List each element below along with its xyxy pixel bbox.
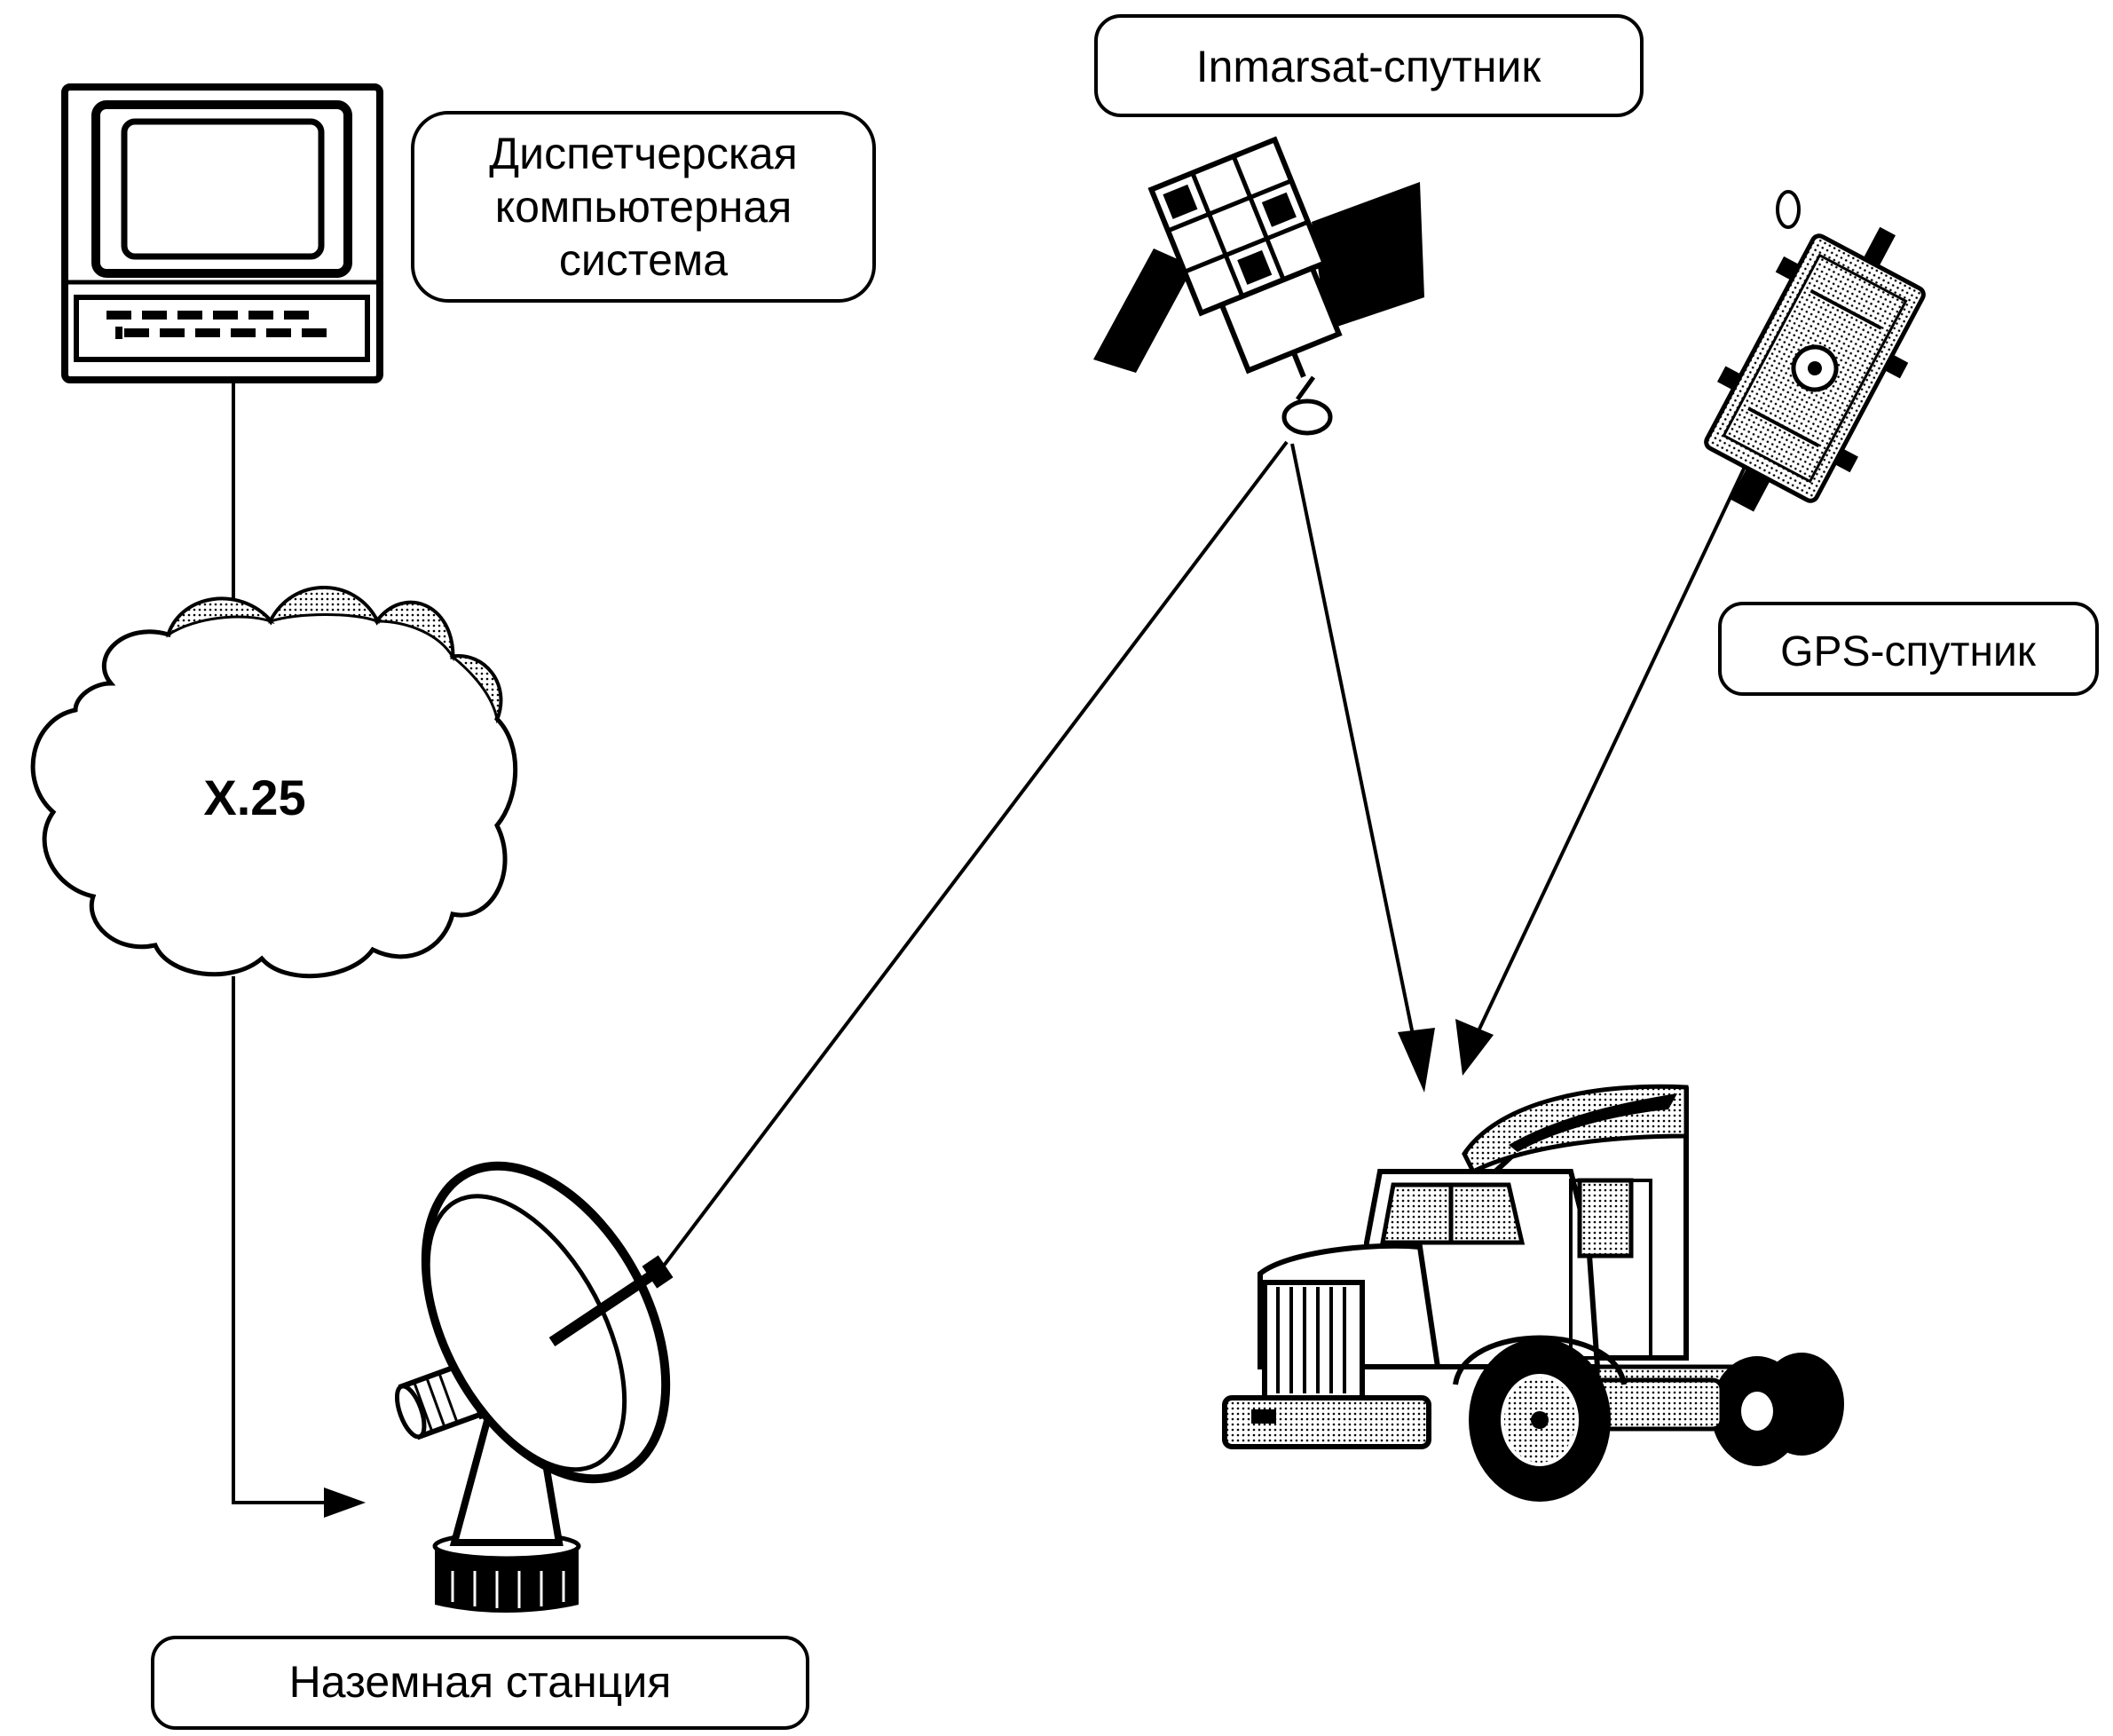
- inmarsat-to-truck-line: [1290, 443, 1420, 1061]
- computer-icon: [61, 83, 383, 383]
- dispatch-label-line3: система: [559, 235, 728, 285]
- satellite-dish-icon: [394, 1161, 674, 1613]
- station-to-inmarsat-line: [662, 440, 1289, 1267]
- inmarsat-label-text: Inmarsat-спутник: [1196, 42, 1542, 91]
- inmarsat-label: Inmarsat-спутник: [1094, 14, 1644, 117]
- inmarsat-to-truck-arrowhead: [1398, 1028, 1435, 1093]
- dispatch-system-label: Диспетчерская компьютерная система: [411, 111, 876, 303]
- gps-satellite-icon: [1704, 190, 1926, 512]
- cloud-icon: X.25: [30, 586, 518, 979]
- ground-station-label-text: Наземная станция: [289, 1657, 672, 1707]
- network-to-station-arrowhead: [324, 1487, 366, 1518]
- dispatch-label-line1: Диспетчерская: [489, 129, 797, 178]
- network-label: X.25: [203, 769, 305, 825]
- connection-lines: [232, 382, 1762, 1518]
- inmarsat-satellite-icon: [1093, 136, 1424, 436]
- gps-label-text: GPS-спутник: [1780, 628, 2037, 675]
- gps-to-truck-arrowhead: [1455, 1019, 1494, 1076]
- truck-icon: [1222, 1084, 1844, 1502]
- gps-label: GPS-спутник: [1718, 602, 2099, 696]
- network-to-station-line: [232, 976, 351, 1504]
- ground-station-label: Наземная станция: [151, 1636, 809, 1730]
- dispatch-label-line2: компьютерная: [495, 182, 792, 232]
- gps-to-truck-line: [1473, 434, 1762, 1039]
